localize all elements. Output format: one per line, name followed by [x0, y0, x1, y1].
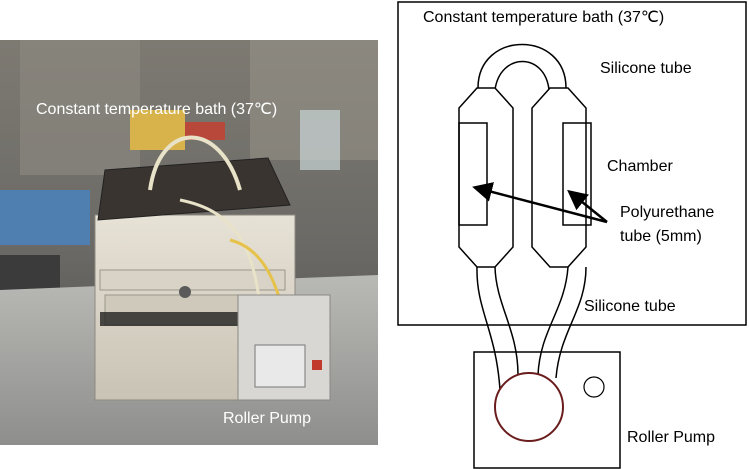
schematic-pump-label: Roller Pump	[627, 429, 715, 446]
photo-pump-label: Roller Pump	[223, 410, 311, 427]
left-polyurethane-tube	[458, 122, 488, 226]
pump-indicator	[583, 376, 605, 398]
glass-bottle	[300, 110, 340, 170]
chamber-label: Chamber	[607, 158, 673, 175]
pump-box	[473, 351, 621, 469]
right-polyurethane-tube	[562, 122, 592, 226]
arrow-to-right-tube	[567, 189, 608, 223]
silicone-loop-inner	[494, 60, 550, 91]
blue-tray	[0, 190, 90, 245]
silicone-down-left-b	[494, 266, 519, 376]
bath-tank	[97, 157, 291, 221]
arrow-to-left-tube	[472, 182, 608, 224]
silicone-down-right-a	[537, 266, 569, 376]
photo-bath-label: Constant temperature bath (37℃)	[36, 101, 277, 118]
bath-box	[397, 1, 747, 326]
silicone-down-left-a	[476, 266, 501, 391]
silicone-loop-outer	[477, 43, 567, 89]
left-chamber	[458, 87, 514, 268]
roller-circle	[494, 372, 564, 442]
silicone-tube-top-label: Silicone tube	[600, 60, 692, 77]
silicone-tube-bottom-label: Silicone tube	[584, 298, 676, 315]
circuit-schematic: Constant temperature bath (37℃) Silicone…	[397, 1, 747, 469]
polyurethane-label-line1: Polyurethane	[620, 204, 714, 221]
right-chamber	[531, 87, 587, 268]
bath-knob	[179, 286, 191, 298]
polyurethane-label-line2: tube (5mm)	[620, 228, 702, 245]
silicone-down-right-b	[555, 266, 587, 379]
apparatus-photo: Constant temperature bath (37℃) Roller P…	[0, 40, 378, 445]
schematic-bath-label: Constant temperature bath (37℃)	[423, 9, 664, 26]
